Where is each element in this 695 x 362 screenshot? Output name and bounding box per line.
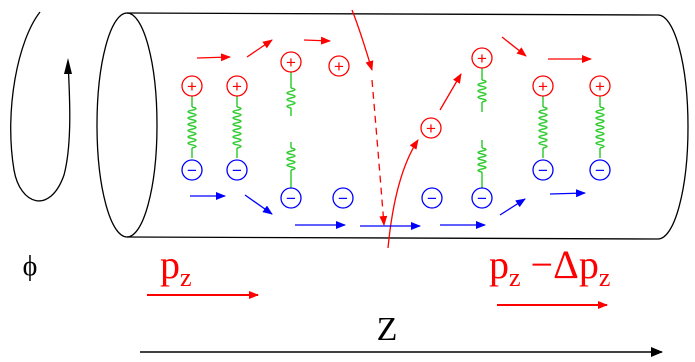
plus-sign: + [334,57,344,76]
plus-sign: + [232,77,242,96]
plus-sign: + [286,53,296,72]
red-dashed-path [371,79,388,226]
spring-6-coil [595,106,605,149]
blue-arrow-6 [499,198,526,216]
minus-sign: − [477,189,487,208]
positive-charge-circle [280,51,302,73]
phi-rotation-arrow [10,11,72,202]
spring-4-bottom-coil [477,147,487,173]
spring-1-coil [187,106,197,149]
negative-charge-4: − [332,187,354,209]
positive-charge-circle [226,75,248,97]
left-end-cap [96,12,158,238]
negative-charge-circle [280,187,302,209]
blue-flow-arrows [190,189,586,230]
negative-charge-circle [181,159,203,181]
spring-5-coil [538,106,548,149]
pz-left-label: pz [160,242,192,292]
positive-charge-4: + [328,55,350,77]
pz-right-label: pz −Δpz [489,242,610,292]
phi-label: ϕ [23,251,38,282]
minus-sign: − [427,189,437,208]
red-arrow-7 [501,36,527,57]
red-arrow-2 [246,39,273,58]
positive-charge-circle [589,75,611,97]
negative-charge-circle [332,187,354,209]
negative-charge-7: − [532,159,554,181]
tube-bottom-edge [126,236,659,240]
right-end-cap [657,14,689,240]
spring-2-coil [232,106,242,149]
minus-sign: − [187,161,197,180]
plus-sign: + [538,77,548,96]
negative-charge-circle [532,159,554,181]
negative-charge-3: − [280,187,302,209]
negative-charge-circle [471,187,493,209]
pz-left-sub: z [180,263,192,292]
spring-4-top-coil [477,79,487,103]
negative-charge-8: − [589,159,611,181]
negative-charge-circle [589,159,611,181]
red-arrow-4 [351,9,374,71]
red-arrow-1 [196,53,231,62]
spring-3-bottom-coil [286,147,296,171]
minus-sign: − [595,161,605,180]
positive-charge-circle [420,117,442,139]
negative-charge-circle [421,187,443,209]
negative-charge-circle [226,159,248,181]
negative-charge-2: − [226,159,248,181]
negative-charge-5: − [421,187,443,209]
positive-charge-circle [532,75,554,97]
positive-charge-2: + [226,75,248,97]
red-arrow-6 [439,73,462,111]
negative-charge-1: − [181,159,203,181]
pz-right-p: p [489,242,509,287]
plus-sign: + [595,77,605,96]
spring-3-top-coil [286,87,296,109]
tube-top-edge [126,12,659,16]
red-flow-arrows [196,9,592,249]
pz-right-delta: −Δp [521,242,599,287]
blue-arrow-7 [549,189,586,198]
flux-tube-cylinder [96,12,689,240]
plus-sign: + [187,77,197,96]
positive-charge-circle [328,55,350,77]
charge-group: + + + + + + + + − − − − − − − − [181,47,611,209]
pz-right-sub: z [509,263,521,292]
red-arrow-3 [303,36,331,45]
pz-right-sub2: z [599,263,611,292]
positive-charge-8: + [589,75,611,97]
negative-charge-6: − [471,187,493,209]
positive-charge-6: + [471,47,493,69]
plus-sign: + [477,49,487,68]
spring-group [187,68,605,188]
minus-sign: − [232,161,242,180]
minus-sign: − [538,161,548,180]
blue-arrow-2 [244,194,273,215]
positive-charge-7: + [532,75,554,97]
pz-left-p: p [160,242,180,287]
positive-charge-circle [471,47,493,69]
positive-charge-circle [181,75,203,97]
z-axis-label: Z [377,311,398,348]
plus-sign: + [426,119,436,138]
positive-charge-5: + [420,117,442,139]
positive-charge-1: + [181,75,203,97]
positive-charge-3: + [280,51,302,73]
red-arrow-5 [387,139,419,249]
minus-sign: − [286,189,296,208]
minus-sign: − [338,189,348,208]
